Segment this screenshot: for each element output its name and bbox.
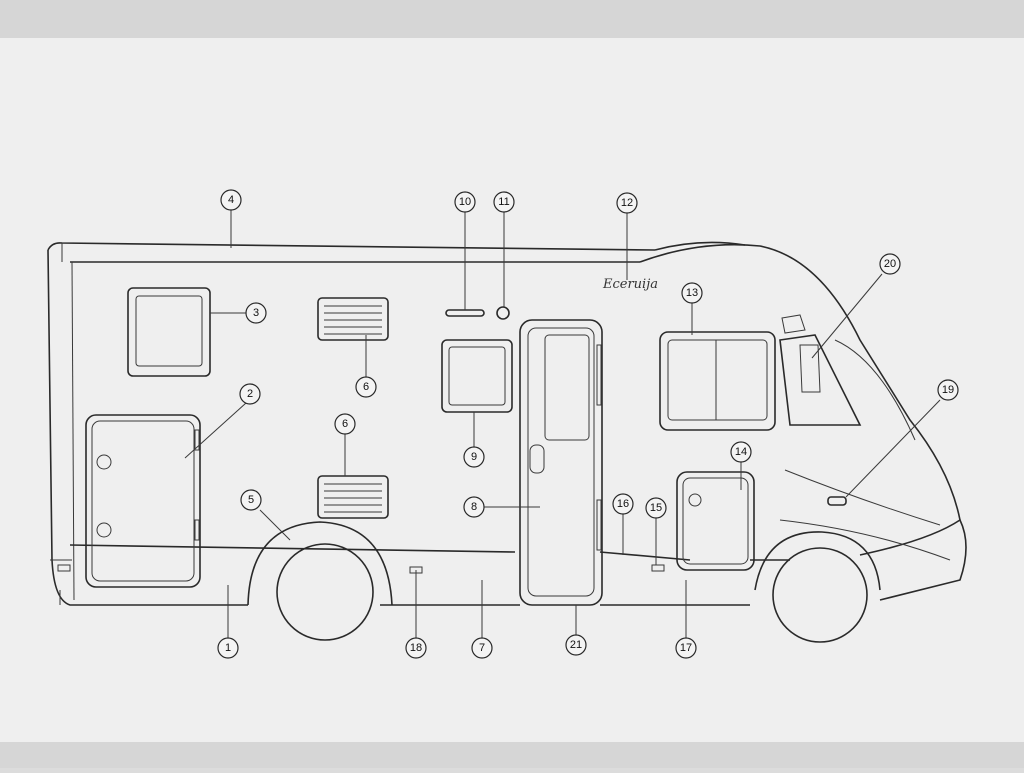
side-window <box>441 339 513 413</box>
svg-text:6: 6 <box>342 418 348 430</box>
svg-text:1: 1 <box>225 642 231 654</box>
svg-text:18: 18 <box>410 642 422 654</box>
leader-lines <box>184 210 941 638</box>
svg-text:20: 20 <box>884 258 896 270</box>
cab-window <box>779 314 916 441</box>
callout-2: 2 <box>239 383 261 405</box>
rear-window <box>127 287 211 377</box>
svg-text:6: 6 <box>363 381 369 393</box>
callout-3: 3 <box>245 302 267 324</box>
garage-door <box>85 414 201 588</box>
callout-18: 18 <box>405 637 427 659</box>
callout-12: 12 <box>616 192 638 214</box>
callout-7: 7 <box>471 637 493 659</box>
svg-text:13: 13 <box>686 287 698 299</box>
svg-text:9: 9 <box>471 451 477 463</box>
callout-8: 8 <box>463 496 485 518</box>
svg-text:8: 8 <box>471 501 477 513</box>
callout-6a: 6 <box>355 376 377 398</box>
outdoor-socket <box>496 306 510 320</box>
svg-text:15: 15 <box>650 502 662 514</box>
vent-upper <box>317 297 389 341</box>
callout-15: 15 <box>645 497 667 519</box>
svg-text:11: 11 <box>498 196 509 208</box>
callout-13: 13 <box>681 282 703 304</box>
callout-1: 1 <box>217 637 239 659</box>
callout-16: 16 <box>612 493 634 515</box>
front-wheel <box>754 531 881 643</box>
svg-text:4: 4 <box>228 194 234 206</box>
svg-text:21: 21 <box>570 639 582 651</box>
svg-text:19: 19 <box>942 384 954 396</box>
rear-wheel <box>247 521 393 641</box>
svg-text:10: 10 <box>459 196 471 208</box>
service-hatch <box>676 471 755 571</box>
vent-lower <box>317 475 389 519</box>
svg-text:5: 5 <box>248 494 254 506</box>
callout-11: 11 <box>493 191 515 213</box>
callout-9: 9 <box>463 446 485 468</box>
svg-text:17: 17 <box>680 642 692 654</box>
svg-text:12: 12 <box>621 197 633 209</box>
svg-text:2: 2 <box>247 388 253 400</box>
callout-17: 17 <box>675 637 697 659</box>
marker-light-front <box>651 564 665 572</box>
callout-5: 5 <box>240 489 262 511</box>
callout-10: 10 <box>454 191 476 213</box>
entry-door <box>519 319 603 606</box>
callouts: 4 3 2 6 6 5 1 18 7 8 9 10 11 12 13 14 16… <box>217 189 959 659</box>
callout-21: 21 <box>565 634 587 656</box>
callout-4: 4 <box>220 189 242 211</box>
svg-text:7: 7 <box>479 642 485 654</box>
callout-14: 14 <box>730 441 752 463</box>
rear-light <box>57 564 71 572</box>
dinette-window <box>659 331 776 431</box>
side-indicator <box>827 496 847 506</box>
svg-text:3: 3 <box>253 307 259 319</box>
callout-6b: 6 <box>334 413 356 435</box>
svg-text:14: 14 <box>735 446 747 458</box>
motorhome-body <box>47 241 967 606</box>
callout-19: 19 <box>937 379 959 401</box>
svg-text:16: 16 <box>617 498 629 510</box>
callout-20: 20 <box>879 253 901 275</box>
brand-script: Eceruija <box>602 277 658 292</box>
